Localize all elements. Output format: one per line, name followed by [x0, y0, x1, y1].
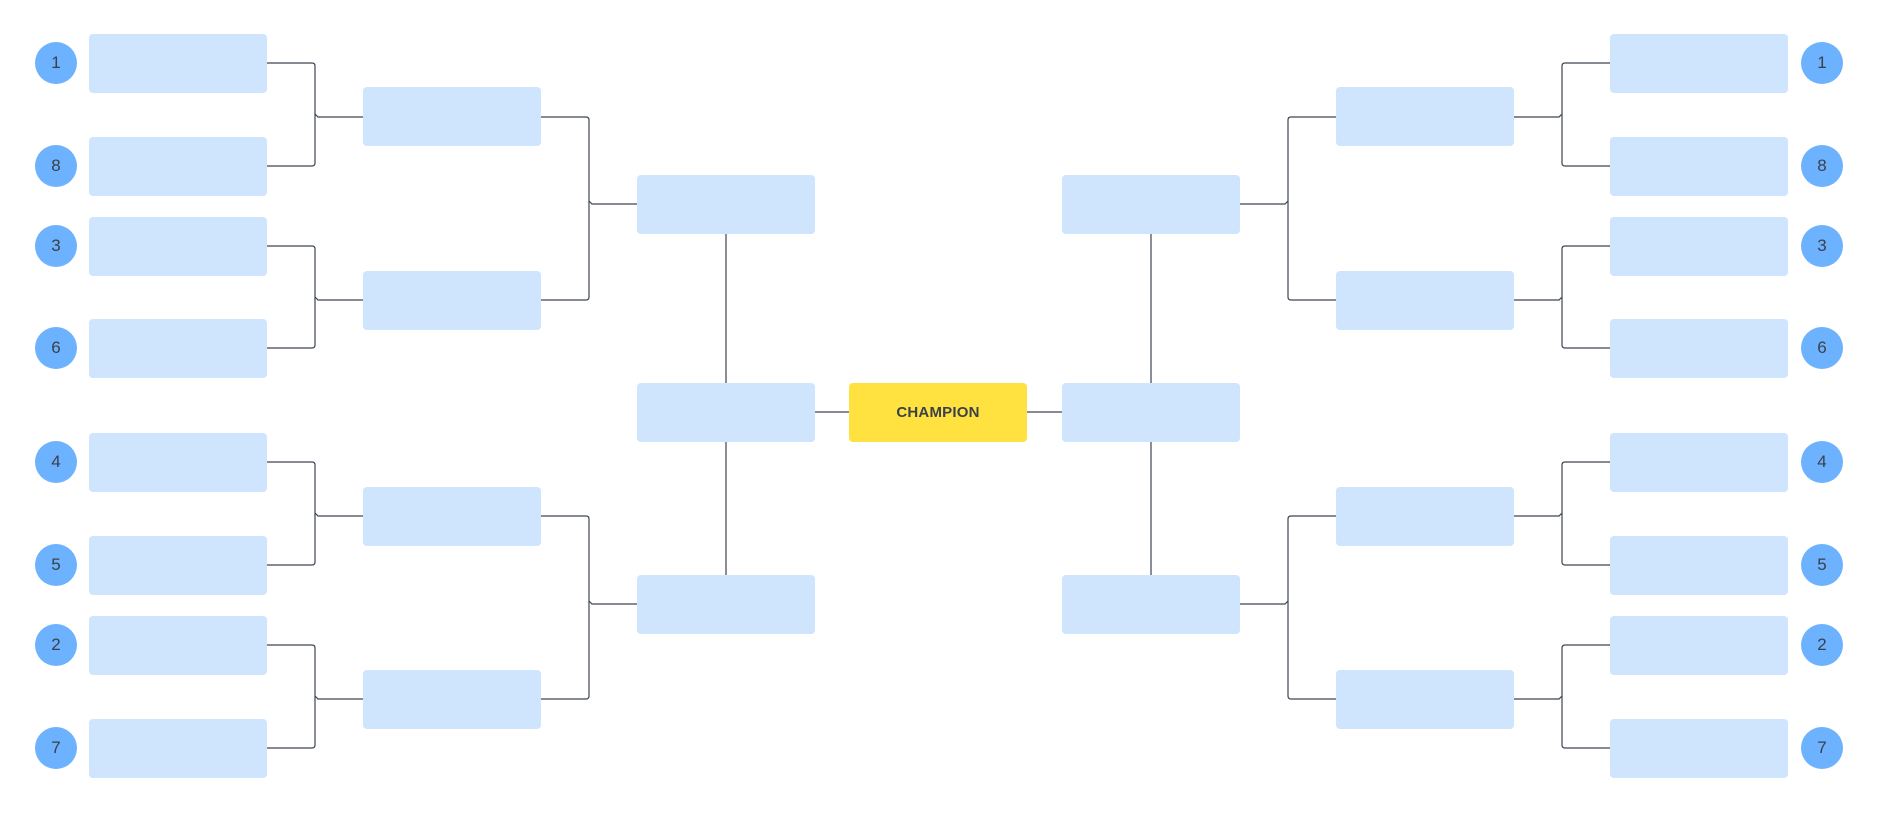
connector-left-r2-b — [541, 515, 637, 700]
connector-left-r2-a — [541, 116, 637, 301]
right-round1-slot-seed-3[interactable] — [1610, 217, 1788, 276]
seed-badge: 1 — [35, 42, 77, 84]
left-round1-slot-seed-7[interactable] — [89, 719, 267, 778]
seed-badge: 5 — [35, 544, 77, 586]
connector-right-r1-d — [1514, 644, 1610, 749]
right-semifinal-slot[interactable] — [1062, 575, 1240, 634]
seed-badge: 3 — [1801, 225, 1843, 267]
seed-badge: 8 — [1801, 145, 1843, 187]
left-round2-slot[interactable] — [363, 271, 541, 330]
right-round2-slot[interactable] — [1336, 271, 1514, 330]
left-round2-slot[interactable] — [363, 87, 541, 146]
connector-right-r1-c — [1514, 461, 1610, 566]
seed-badge: 4 — [35, 441, 77, 483]
right-round1-slot-seed-7[interactable] — [1610, 719, 1788, 778]
left-round2-slot[interactable] — [363, 670, 541, 729]
seed-badge: 2 — [1801, 624, 1843, 666]
seed-badge: 8 — [35, 145, 77, 187]
connector-right-r1-b — [1514, 245, 1610, 349]
seed-badge: 5 — [1801, 544, 1843, 586]
connector-right-r2-a — [1240, 116, 1336, 301]
seed-badge: 3 — [35, 225, 77, 267]
champion-box[interactable]: CHAMPION — [849, 383, 1027, 442]
seed-badge: 7 — [35, 727, 77, 769]
left-round1-slot-seed-3[interactable] — [89, 217, 267, 276]
left-round1-slot-seed-5[interactable] — [89, 536, 267, 595]
left-final-slot[interactable] — [637, 383, 815, 442]
connector-left-r1-b — [267, 245, 363, 349]
left-round1-slot-seed-1[interactable] — [89, 34, 267, 93]
right-round2-slot[interactable] — [1336, 487, 1514, 546]
connector-left-r1-d — [267, 644, 363, 749]
right-round1-slot-seed-5[interactable] — [1610, 536, 1788, 595]
connector-left-r1-c — [267, 461, 363, 566]
seed-badge: 2 — [35, 624, 77, 666]
connector-right-r1-a — [1514, 62, 1610, 167]
right-final-slot[interactable] — [1062, 383, 1240, 442]
right-round1-slot-seed-8[interactable] — [1610, 137, 1788, 196]
left-round1-slot-seed-4[interactable] — [89, 433, 267, 492]
right-semifinal-slot[interactable] — [1062, 175, 1240, 234]
left-semifinal-slot[interactable] — [637, 175, 815, 234]
connector-right-r2-b — [1240, 515, 1336, 700]
seed-badge: 1 — [1801, 42, 1843, 84]
right-round2-slot[interactable] — [1336, 87, 1514, 146]
right-round1-slot-seed-4[interactable] — [1610, 433, 1788, 492]
right-round1-slot-seed-1[interactable] — [1610, 34, 1788, 93]
left-round1-slot-seed-2[interactable] — [89, 616, 267, 675]
seed-badge: 6 — [35, 327, 77, 369]
right-round1-slot-seed-2[interactable] — [1610, 616, 1788, 675]
left-semifinal-slot[interactable] — [637, 575, 815, 634]
connector-left-r1-a — [267, 62, 363, 167]
seed-badge: 7 — [1801, 727, 1843, 769]
seed-badge: 4 — [1801, 441, 1843, 483]
left-round1-slot-seed-8[interactable] — [89, 137, 267, 196]
seed-badge: 6 — [1801, 327, 1843, 369]
right-round1-slot-seed-6[interactable] — [1610, 319, 1788, 378]
left-round1-slot-seed-6[interactable] — [89, 319, 267, 378]
left-round2-slot[interactable] — [363, 487, 541, 546]
right-round2-slot[interactable] — [1336, 670, 1514, 729]
